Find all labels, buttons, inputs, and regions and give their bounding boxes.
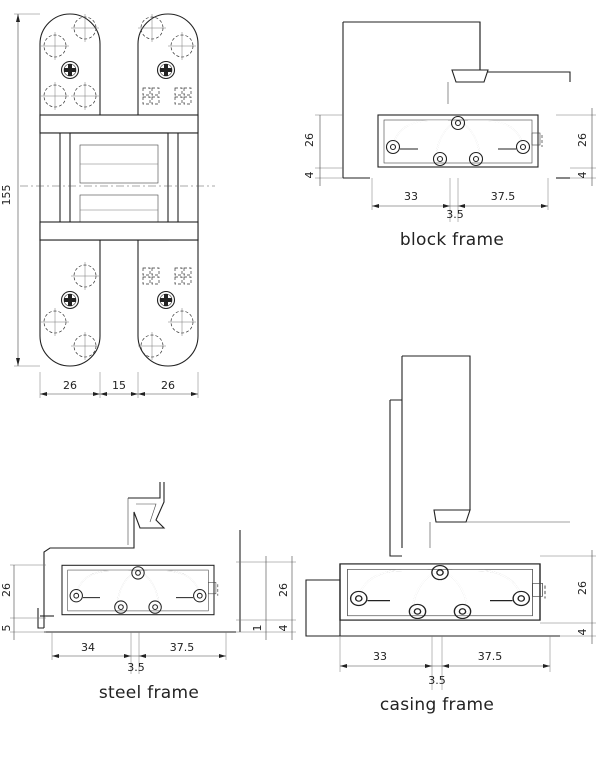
casing-dim-right-26: 26: [576, 581, 589, 595]
casing-frame-section: 26 4 33 37.5 3.5 casing frame: [305, 355, 596, 715]
steel-dim-37-5: 37.5: [170, 641, 195, 654]
casing-dim-3-5: 3.5: [428, 674, 446, 687]
hinge-front-view: 155 26 15 26: [0, 13, 215, 398]
block-dim-3-5: 3.5: [446, 208, 464, 221]
steel-dim-1: 1: [251, 625, 264, 632]
casing-dim-37-5: 37.5: [478, 650, 503, 663]
block-dim-right-4: 4: [576, 172, 589, 179]
dim-height-155: 155: [0, 185, 13, 206]
casing-dim-right-4: 4: [576, 629, 589, 636]
dim-leaf-left-26: 26: [63, 379, 77, 392]
steel-frame-section: 26 5 26 1 4 34 37.5 3.5 steel frame: [0, 482, 296, 703]
block-dim-left-26: 26: [303, 133, 316, 147]
steel-dim-left-5: 5: [0, 625, 13, 632]
casing-dim-33: 33: [373, 650, 387, 663]
block-frame-section: 26 4 26 4 33 37.5 3.5 block frame: [303, 21, 596, 250]
steel-dim-left-26: 26: [0, 583, 13, 597]
dim-middle-15: 15: [112, 379, 126, 392]
steel-dim-4: 4: [277, 625, 290, 632]
steel-dim-34: 34: [81, 641, 95, 654]
casing-frame-caption: casing frame: [380, 695, 494, 715]
block-dim-left-4: 4: [303, 172, 316, 179]
block-frame-caption: block frame: [400, 230, 504, 250]
block-dim-33: 33: [404, 190, 418, 203]
block-dim-right-26: 26: [576, 133, 589, 147]
steel-dim-right-26: 26: [277, 583, 290, 597]
dim-leaf-right-26: 26: [161, 379, 175, 392]
steel-dim-3-5: 3.5: [127, 661, 145, 674]
steel-frame-caption: steel frame: [99, 683, 199, 703]
block-dim-37-5: 37.5: [491, 190, 516, 203]
